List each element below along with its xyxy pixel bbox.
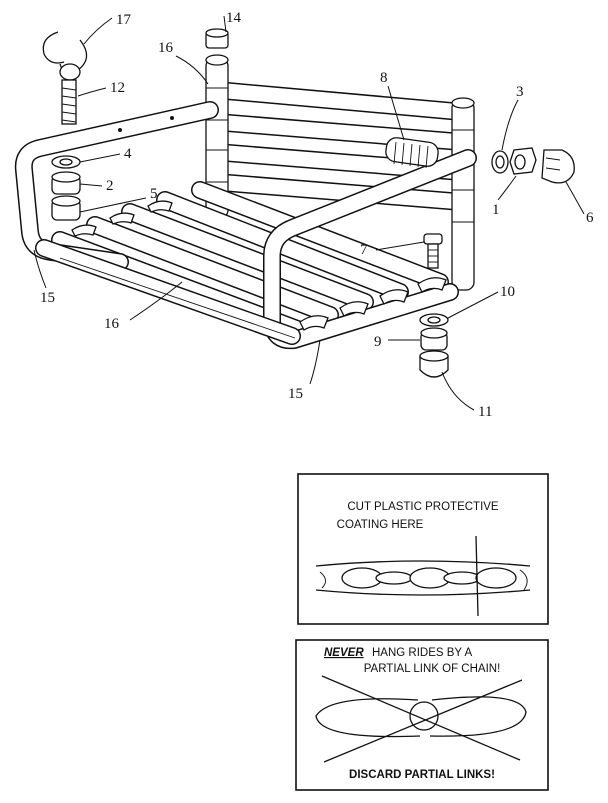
post-cap-part: [205, 28, 229, 49]
callout-10: 10: [500, 284, 515, 300]
callout-11: 11: [478, 404, 492, 420]
swing-seat-assembly: [14, 28, 575, 378]
cross-out-line-2: [323, 679, 523, 763]
spacer-bushing-part: [385, 137, 439, 169]
cross-out-line-1: [321, 675, 521, 761]
partial-link-illustration: [315, 675, 527, 763]
callout-2: 2: [106, 178, 114, 194]
callout-3: 3: [516, 84, 524, 100]
callout-5: 5: [150, 186, 158, 202]
front-seat-rail: [35, 239, 301, 345]
callout-7: 7: [360, 242, 368, 258]
back-right-post: [451, 97, 475, 291]
back-rails: [207, 81, 471, 211]
cut-coating-line-1: CUT PLASTIC PROTECTIVE: [347, 501, 499, 513]
callout-15-bottom: 15: [288, 386, 303, 402]
callout-12: 12: [110, 80, 125, 96]
callout-8: 8: [380, 70, 388, 86]
callout-17: 17: [116, 12, 132, 28]
warning-line-1: HANG RIDES BY A: [372, 647, 472, 659]
partial-link-warning-box: NEVER HANG RIDES BY A PARTIAL LINK OF CH…: [295, 639, 549, 791]
callout-16-bottom: 16: [104, 316, 120, 332]
s-hook-and-eye-bolt: [42, 31, 88, 125]
cut-coating-line-2: COATING HERE: [337, 519, 424, 531]
right-hardware-group: [491, 147, 575, 184]
warning-line-2: PARTIAL LINK OF CHAIN!: [364, 663, 501, 675]
seat-clips: [71, 200, 447, 331]
cut-line-marker: [475, 535, 479, 617]
cut-coating-instruction-box: CUT PLASTIC PROTECTIVE COATING HERE: [297, 473, 549, 625]
warning-never: NEVER: [324, 647, 364, 659]
callout-14: 14: [226, 10, 242, 26]
callout-6: 6: [586, 210, 594, 226]
bottom-hardware-group: [419, 313, 449, 378]
bolt-part: [423, 233, 443, 269]
seat-slats: [51, 181, 449, 339]
callouts: 17 14 16 12 8 3 4 2 5 1 6 7 15 10 16 9 1: [33, 10, 594, 420]
callout-15-left: 15: [40, 290, 55, 306]
left-hardware-group: [51, 155, 81, 221]
callout-4: 4: [124, 146, 132, 162]
callout-9: 9: [374, 334, 382, 350]
callout-1: 1: [492, 202, 500, 218]
warning-footer: DISCARD PARTIAL LINKS!: [349, 769, 495, 781]
back-left-post: [205, 54, 229, 219]
callout-16-top: 16: [158, 40, 174, 56]
coated-chain-illustration: [315, 535, 531, 617]
